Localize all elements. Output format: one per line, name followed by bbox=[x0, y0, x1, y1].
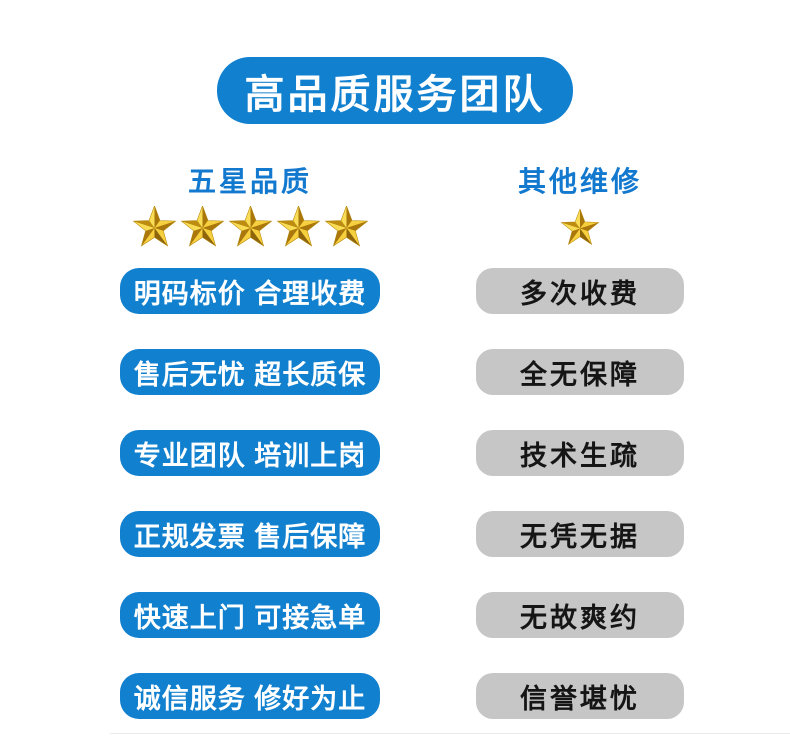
right-star-rating bbox=[476, 205, 684, 251]
left-column-title: 五星品质 bbox=[187, 166, 312, 197]
service-badge: 诚信服务 修好为止 bbox=[120, 673, 380, 719]
service-badge: 快速上门 可接急单 bbox=[120, 592, 380, 638]
gold-star-icon bbox=[277, 206, 319, 246]
left-star-rating bbox=[120, 205, 380, 251]
drawback-badge: 技术生疏 bbox=[476, 430, 684, 476]
gold-star-icon bbox=[561, 208, 599, 244]
drawback-badge: 信誉堪忧 bbox=[476, 673, 684, 719]
service-badge: 明码标价 合理收费 bbox=[120, 268, 380, 314]
comparison-rows: 明码标价 合理收费 多次收费 售后无忧 超长质保 全无保障 专业团队 培训上岗 … bbox=[0, 268, 790, 719]
gold-star-icon bbox=[133, 206, 175, 246]
comparison-row: 正规发票 售后保障 无凭无据 bbox=[0, 511, 790, 557]
comparison-row: 明码标价 合理收费 多次收费 bbox=[0, 268, 790, 314]
comparison-row: 快速上门 可接急单 无故爽约 bbox=[0, 592, 790, 638]
gold-star-icon bbox=[229, 206, 271, 246]
gold-star-icon bbox=[325, 206, 367, 246]
column-header-five-star: 五星品质 bbox=[120, 160, 380, 251]
section-divider bbox=[110, 733, 790, 734]
service-badge: 售后无忧 超长质保 bbox=[120, 349, 380, 395]
service-badge: 正规发票 售后保障 bbox=[120, 511, 380, 557]
service-badge: 专业团队 培训上岗 bbox=[120, 430, 380, 476]
column-header-other-repair: 其他维修 bbox=[476, 160, 684, 251]
right-column-title: 其他维修 bbox=[517, 166, 642, 197]
comparison-row: 诚信服务 修好为止 信誉堪忧 bbox=[0, 673, 790, 719]
page-title: 高品质服务团队 bbox=[244, 72, 546, 117]
drawback-badge: 无故爽约 bbox=[476, 592, 684, 638]
comparison-row: 专业团队 培训上岗 技术生疏 bbox=[0, 430, 790, 476]
comparison-row: 售后无忧 超长质保 全无保障 bbox=[0, 349, 790, 395]
drawback-badge: 多次收费 bbox=[476, 268, 684, 314]
drawback-badge: 全无保障 bbox=[476, 349, 684, 395]
gold-star-icon bbox=[181, 206, 223, 246]
header-banner: 高品质服务团队 bbox=[217, 57, 573, 124]
drawback-badge: 无凭无据 bbox=[476, 511, 684, 557]
